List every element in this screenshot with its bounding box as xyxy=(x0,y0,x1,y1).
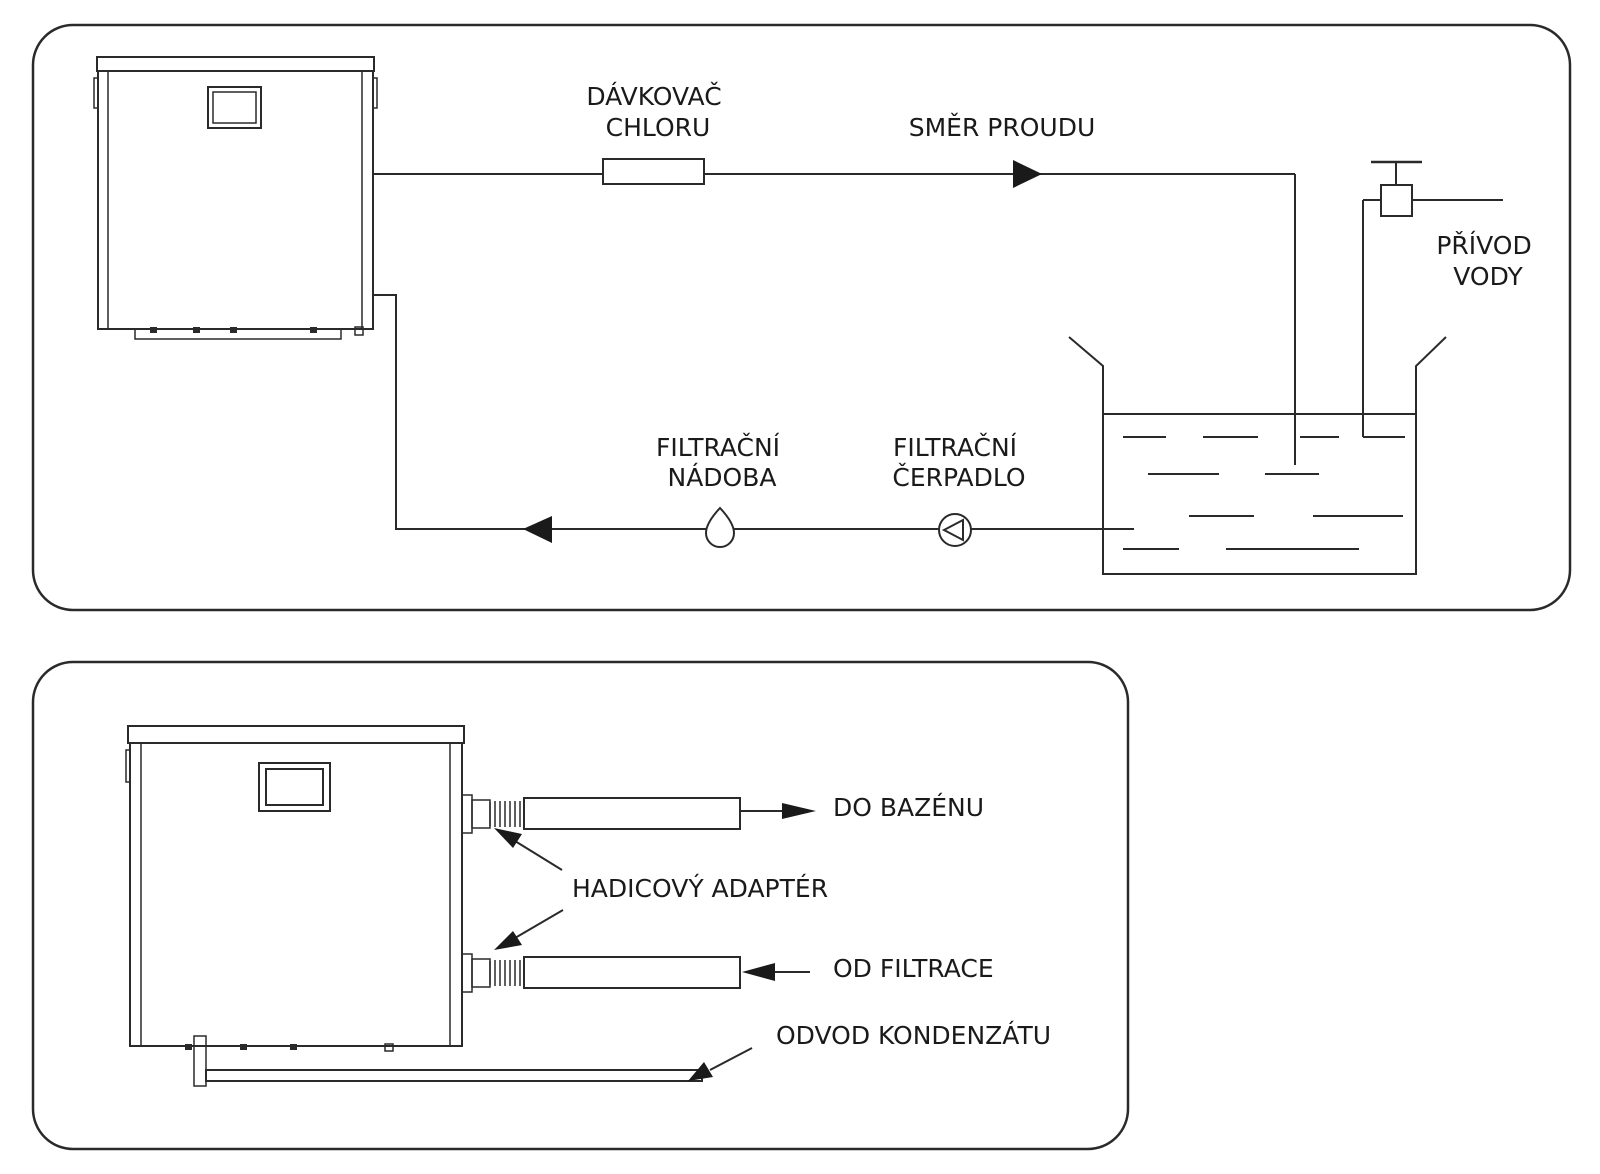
condensate-drain-label: ODVOD KONDENZÁTU xyxy=(776,1021,1051,1050)
return-flow-arrow-icon xyxy=(523,516,552,543)
heat-pump-unit-bottom xyxy=(125,725,465,1052)
bottom-panel-frame xyxy=(31,660,1130,1151)
from-filtration-arrow-icon xyxy=(742,963,775,981)
chlorinator-label: DÁVKOVAČ CHLORU xyxy=(586,81,729,142)
filter-pump-icon xyxy=(938,513,972,547)
flow-direction-arrow-icon xyxy=(1013,160,1042,188)
hose-adapter-pointer-lower-icon xyxy=(494,909,564,950)
to-pool-arrow-icon xyxy=(782,803,816,819)
to-pool-label: DO BAZÉNU xyxy=(833,793,984,822)
control-display-icon xyxy=(207,86,262,129)
filter-vessel-label: FILTRAČNÍ NÁDOBA xyxy=(656,432,788,492)
pool-basin-icon xyxy=(1068,336,1447,575)
control-display-icon xyxy=(258,762,331,812)
flow-direction-label: SMĚR PROUDU xyxy=(909,113,1096,142)
heat-pump-unit-top xyxy=(93,56,378,340)
chlorinator-icon xyxy=(602,158,705,185)
hose-adapter-pointer-upper-icon xyxy=(494,828,563,871)
water-inlet-tap-icon xyxy=(1362,160,1503,438)
top-panel-frame xyxy=(31,23,1572,612)
inlet-hose-adapter-icon xyxy=(461,953,741,993)
outlet-pipe xyxy=(374,173,1296,465)
water-inlet-label: PŘÍVOD VODY xyxy=(1436,231,1539,291)
hose-adapter-label: HADICOVÝ ADAPTÉR xyxy=(572,874,828,903)
filter-pump-label: FILTRAČNÍ ČERPADLO xyxy=(892,432,1025,492)
from-filtration-label: OD FILTRACE xyxy=(833,954,994,983)
condensate-pointer-icon xyxy=(688,1047,753,1081)
filter-vessel-icon xyxy=(704,506,736,548)
condensate-drain-pipe-icon xyxy=(193,1035,703,1087)
outlet-hose-adapter-icon xyxy=(461,794,741,834)
return-pipe xyxy=(374,294,1134,530)
